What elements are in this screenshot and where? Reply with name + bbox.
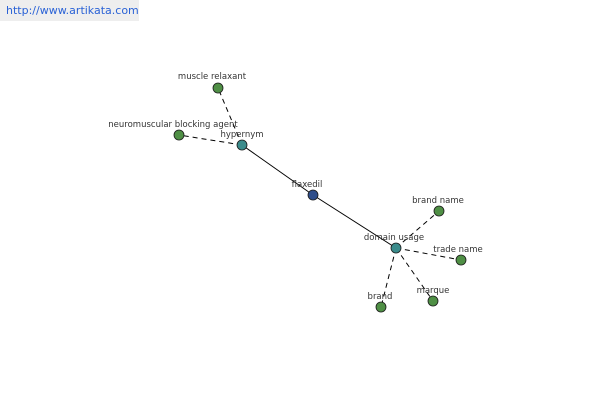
edge-domain-usage-to-trade-name bbox=[395, 247, 462, 261]
node-hypernym-icon[interactable] bbox=[236, 139, 248, 151]
node-domain-usage-icon[interactable] bbox=[390, 242, 402, 254]
node-label-muscle-relaxant[interactable]: muscle relaxant bbox=[178, 72, 247, 82]
node-label-marque[interactable]: marque bbox=[417, 286, 450, 296]
edge-domain-usage-to-marque bbox=[395, 247, 434, 302]
node-marque-icon[interactable] bbox=[427, 295, 439, 307]
node-flaxedil-icon[interactable] bbox=[307, 189, 319, 201]
node-label-trade-name[interactable]: trade name bbox=[433, 245, 482, 255]
node-label-domain-usage[interactable]: domain usage bbox=[364, 233, 424, 243]
node-label-hypernym[interactable]: hypernym bbox=[220, 130, 263, 140]
node-label-brand[interactable]: brand bbox=[368, 292, 393, 302]
edge-flaxedil-to-domain-usage bbox=[312, 194, 397, 249]
node-label-flaxedil[interactable]: flaxedil bbox=[292, 180, 323, 190]
graph-labels: flaxedil hypernym domain usage muscle relax… bbox=[108, 72, 482, 302]
node-trade-name-icon[interactable] bbox=[455, 254, 467, 266]
node-muscle-relaxant-icon[interactable] bbox=[212, 82, 224, 94]
edge-flaxedil-to-hypernym bbox=[241, 144, 314, 196]
edge-domain-usage-to-brand bbox=[380, 247, 397, 308]
node-label-neuromuscular-blocking-agent[interactable]: neuromuscular blocking agent bbox=[108, 120, 238, 130]
edge-hypernym-to-muscle-relaxant bbox=[217, 87, 243, 146]
site-url-link[interactable]: http://www.artikata.com bbox=[0, 0, 139, 21]
graph-edges bbox=[178, 87, 462, 308]
node-brand-name-icon[interactable] bbox=[433, 205, 445, 217]
node-brand-icon[interactable] bbox=[375, 301, 387, 313]
node-label-brand-name[interactable]: brand name bbox=[412, 196, 464, 206]
graph-nodes bbox=[173, 82, 467, 313]
node-neuromuscular-blocking-agent-icon[interactable] bbox=[173, 129, 185, 141]
edge-hypernym-to-neuromuscular-blocking-agent bbox=[178, 134, 243, 146]
edge-domain-usage-to-brand-name bbox=[395, 210, 440, 249]
